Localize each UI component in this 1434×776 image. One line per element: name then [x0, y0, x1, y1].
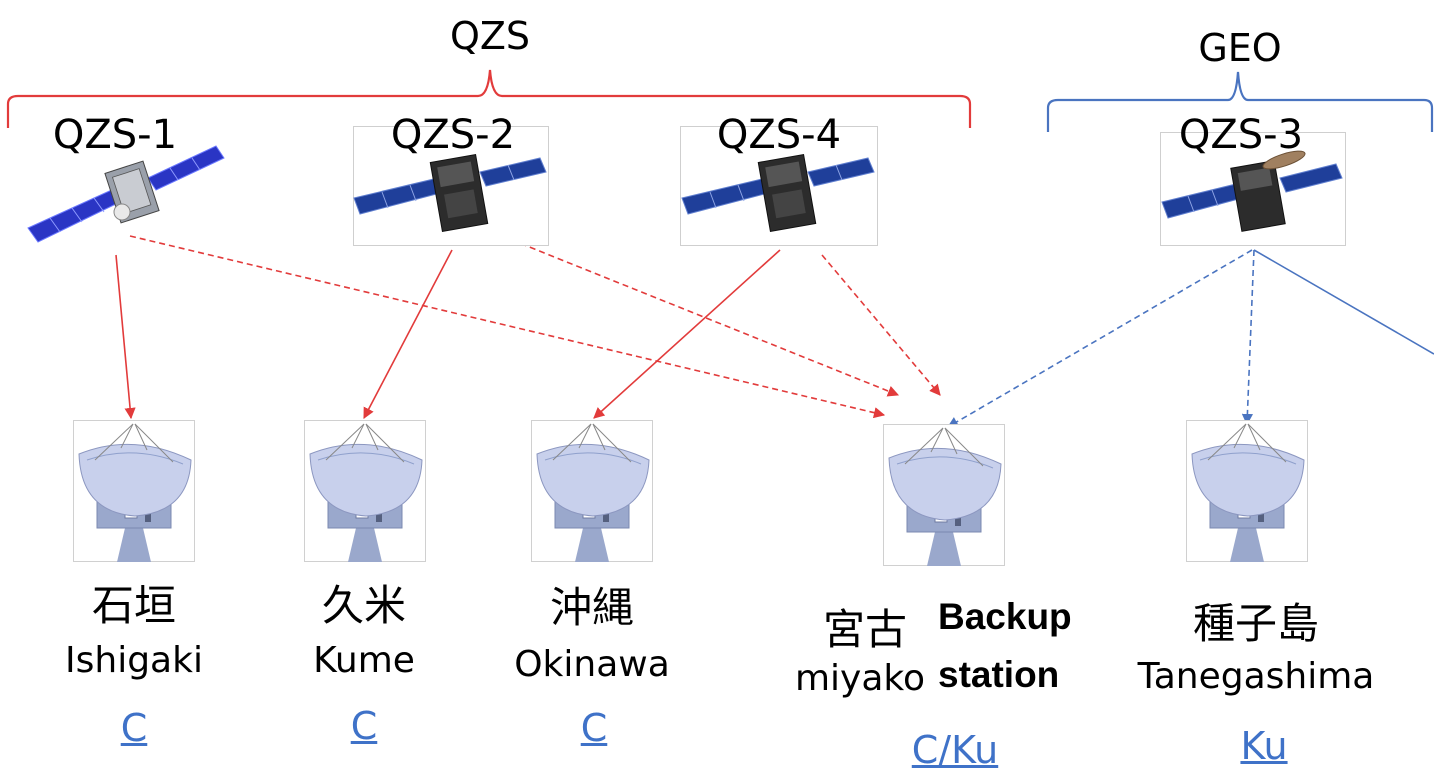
link-qzs4-okinawa [593, 249, 781, 419]
station-kanji-tanegashima: 種子島 [1192, 599, 1319, 648]
sat-label-qzs1: QZS-1 [52, 112, 178, 158]
sat-label-qzs3: QZS-3 [1178, 112, 1304, 158]
backup-link-qzs3-miyako [947, 249, 1253, 428]
qzs2-satellite-icon [353, 153, 547, 233]
link-qzs1-ishigaki [115, 254, 136, 420]
geo-group-label: GEO [1198, 26, 1282, 70]
station-romaji-ishigaki: Ishigaki [65, 640, 203, 681]
sat-label-qzs4: QZS-4 [716, 112, 842, 158]
band-link-ishigaki[interactable]: C [120, 706, 148, 750]
link-qzs2-kume [363, 249, 453, 419]
band-link-okinawa[interactable]: C [580, 706, 608, 750]
band-link-kume[interactable]: C [350, 704, 378, 748]
qzs1-satellite-icon [27, 145, 225, 243]
ishigaki-dish-icon [73, 420, 195, 562]
okinawa-dish-icon [531, 420, 653, 562]
tanegashima-dish-icon [1186, 420, 1308, 562]
station-kanji-kume: 久米 [321, 581, 406, 630]
qzs3-satellite-icon [1161, 150, 1343, 232]
station-kanji-miyako: 宮古 [822, 605, 907, 654]
kume-dish-icon [304, 420, 426, 562]
qzs4-satellite-icon [681, 153, 875, 233]
link-qzs3-tanegashima [1241, 249, 1255, 426]
qzs-bracket [6, 69, 972, 128]
station-kanji-okinawa: 沖縄 [549, 583, 634, 632]
backup-note-line2: station [938, 654, 1060, 695]
station-romaji-okinawa: Okinawa [514, 644, 670, 685]
backup-station-note: Backup station [938, 588, 1108, 704]
link-qzs3-offscreen [1253, 249, 1434, 355]
station-kanji-ishigaki: 石垣 [91, 581, 176, 630]
band-link-tanegashima[interactable]: Ku [1240, 724, 1288, 768]
station-romaji-kume: Kume [313, 640, 415, 681]
station-romaji-miyako: miyako [794, 658, 926, 699]
backup-link-qzs2-miyako [501, 235, 900, 397]
miyako-dish-icon [883, 424, 1005, 566]
backup-note-line1: Backup [938, 596, 1072, 637]
geo-bracket [1046, 71, 1434, 132]
band-link-miyako[interactable]: C/Ku [911, 728, 999, 772]
backup-link-qzs1-miyako [129, 235, 886, 419]
sat-label-qzs2: QZS-2 [390, 112, 516, 158]
qzs-group-label: QZS [449, 14, 531, 58]
backup-link-qzs4-miyako [821, 254, 941, 396]
station-romaji-tanegashima: Tanegashima [1137, 656, 1375, 697]
